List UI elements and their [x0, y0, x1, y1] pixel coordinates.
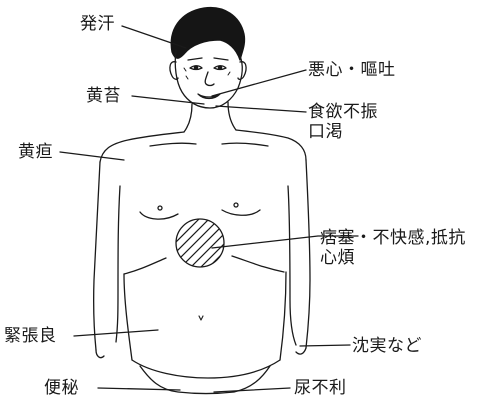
leader-chinjitsu: [300, 345, 350, 346]
label-shinhan: 心煩: [320, 248, 466, 268]
face-outline: [175, 50, 242, 108]
label-nyoufuri: 尿不利: [294, 378, 347, 398]
label-oudai: 黄苔: [86, 86, 121, 106]
right-rib-margin: [232, 256, 284, 272]
neck-left: [184, 104, 192, 132]
belt-line: [132, 360, 280, 378]
navel: [199, 316, 203, 320]
left-arm-inner: [116, 186, 120, 342]
left-torso-side: [124, 274, 132, 360]
leader-benpi: [98, 388, 180, 390]
left-pectoral: [140, 212, 178, 219]
leader-oudai: [132, 96, 204, 104]
left-pupil: [194, 66, 197, 69]
hair: [171, 8, 244, 60]
neck-right: [228, 102, 236, 130]
left-arm-outer: [94, 162, 100, 350]
right-shoulder: [236, 130, 306, 160]
left-collarbone: [150, 143, 196, 146]
right-pupil: [218, 66, 221, 69]
nose: [205, 72, 214, 86]
label-kouketsu: 口渇: [308, 122, 378, 142]
label-hisoku: 痞塞・不快感,抵抗: [320, 228, 466, 248]
label-shokuyoku-fushin: 食欲不振: [308, 102, 378, 122]
left-brow: [188, 58, 202, 60]
leader-shokuyoku: [216, 106, 306, 112]
label-oshin-oto: 悪心・嘔吐: [308, 60, 396, 80]
right-arm-inner: [288, 186, 296, 345]
right-collarbone: [222, 143, 268, 146]
leader-oudan: [60, 152, 124, 160]
label-group-shokuyoku: 食欲不振 口渇: [308, 102, 378, 142]
label-oudan: 黄疸: [18, 142, 53, 162]
leader-oshin: [212, 70, 306, 96]
right-pectoral: [222, 210, 260, 215]
left-shoulder: [100, 132, 184, 162]
leader-nyoufuri: [214, 388, 290, 392]
leader-kinchou: [74, 330, 158, 336]
label-benpi: 便秘: [44, 378, 79, 398]
left-rib-margin: [124, 258, 166, 274]
right-arm-outer: [306, 160, 310, 348]
label-hakkan: 発汗: [80, 14, 115, 34]
right-hand: [296, 348, 306, 354]
label-chinjitsu: 沈実など: [352, 336, 422, 356]
right-brow: [214, 58, 228, 60]
label-kinchou: 緊張良: [4, 326, 57, 346]
left-nipple: [158, 206, 162, 210]
right-torso-side: [280, 272, 286, 360]
label-group-hisoku: 痞塞・不快感,抵抗 心煩: [320, 228, 466, 268]
right-nipple: [234, 203, 238, 207]
left-hand: [96, 350, 104, 358]
